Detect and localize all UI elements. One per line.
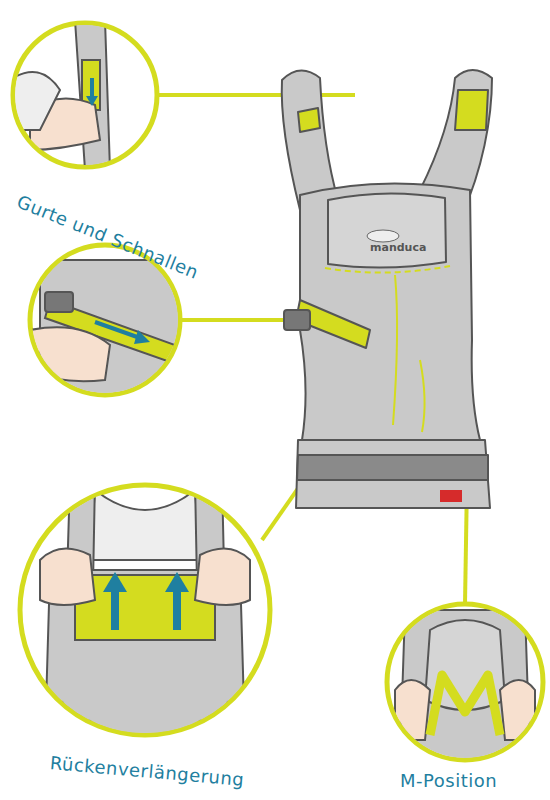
brand-logo: manduca	[370, 241, 426, 254]
callout-label: M-Position	[400, 770, 497, 791]
callout-label: Rückenverlängerung	[49, 752, 245, 790]
